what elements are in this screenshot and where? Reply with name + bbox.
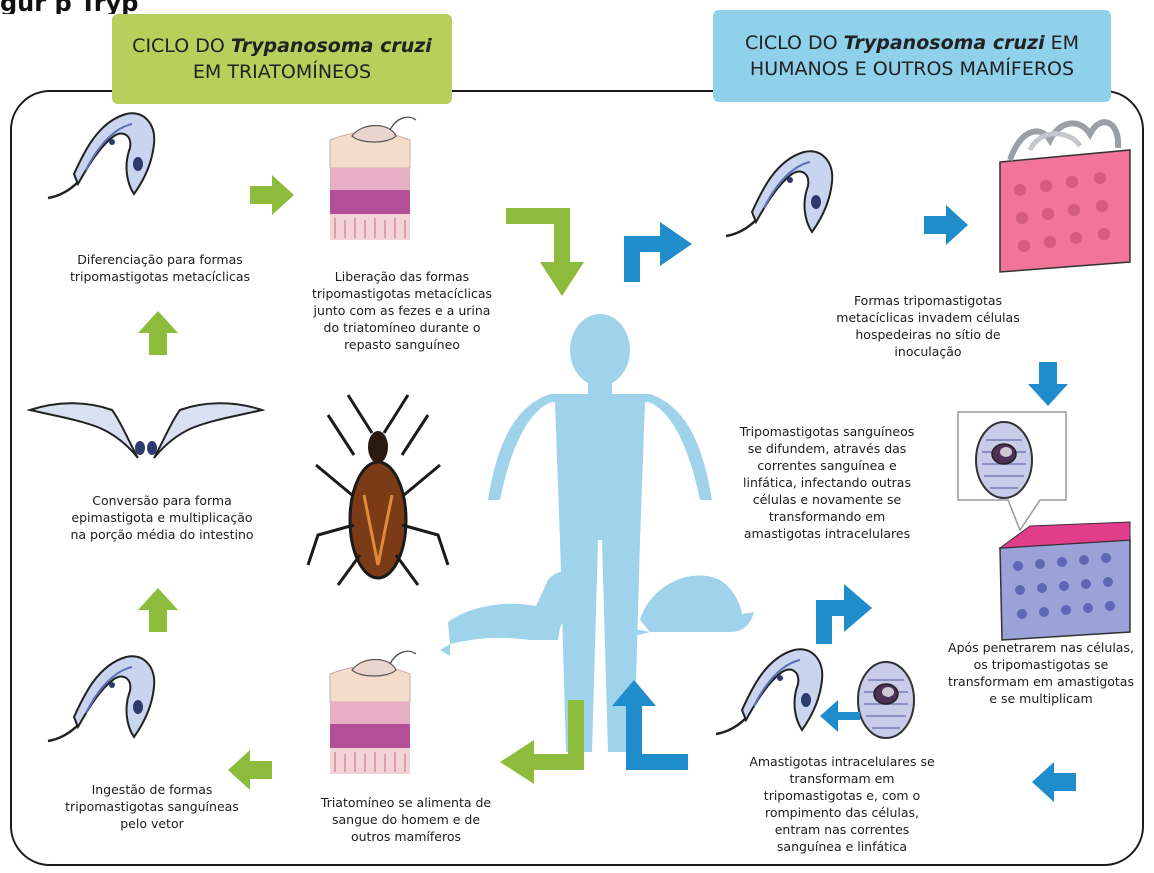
step-cell-rupture-caption: Amastigotas intracelulares se transforma… xyxy=(732,753,952,855)
step-conversion-caption: Conversão para forma epimastigota e mult… xyxy=(52,492,272,543)
trypomastigote-icon xyxy=(48,656,154,741)
green-arrow-icon xyxy=(506,208,584,296)
blue-arrow-icon xyxy=(1028,362,1068,406)
skin-layers-icon xyxy=(330,117,416,240)
infected-cell-icon xyxy=(1000,122,1130,272)
green-arrow-icon xyxy=(250,175,294,215)
triatomine-bug-icon xyxy=(308,395,448,585)
blue-arrow-icon xyxy=(924,205,968,245)
step-release-caption: Liberação das formas tripomastigotas met… xyxy=(302,268,502,353)
green-arrow-icon xyxy=(138,588,178,632)
step-invasion-caption: Formas tripomastigotas metacíclicas inva… xyxy=(828,292,1028,360)
step-ingestion-caption: Ingestão de formas tripomastigotas sangu… xyxy=(52,781,252,832)
amastigote-cell-icon xyxy=(958,412,1130,640)
trypomastigote-icon xyxy=(716,649,822,734)
blue-arrow-icon xyxy=(608,222,692,282)
green-arrow-icon xyxy=(138,311,178,355)
blue-arrow-icon xyxy=(820,700,860,732)
blue-arrow-icon xyxy=(800,584,872,644)
trypomastigote-icon xyxy=(726,151,832,236)
human-silhouette-icon xyxy=(488,314,712,752)
skin-layers-icon xyxy=(330,651,416,774)
green-arrow-icon xyxy=(500,700,584,784)
trypomastigote-icon xyxy=(48,113,154,198)
armadillo-silhouette-icon xyxy=(620,575,754,640)
step-differentiation-caption: Diferenciação para formas tripomastigota… xyxy=(50,251,270,285)
step-dissemination-caption: Tripomastigotas sanguíneos se difundem, … xyxy=(724,423,930,542)
epimastigote-icon xyxy=(30,403,262,458)
step-feeding-caption: Triatomíneo se alimenta de sangue do hom… xyxy=(306,794,506,845)
blue-arrow-icon xyxy=(1032,762,1076,802)
step-multiplication-caption: Após penetrarem nas células, os tripomas… xyxy=(934,639,1148,707)
amastigote-cell-icon xyxy=(858,662,914,738)
